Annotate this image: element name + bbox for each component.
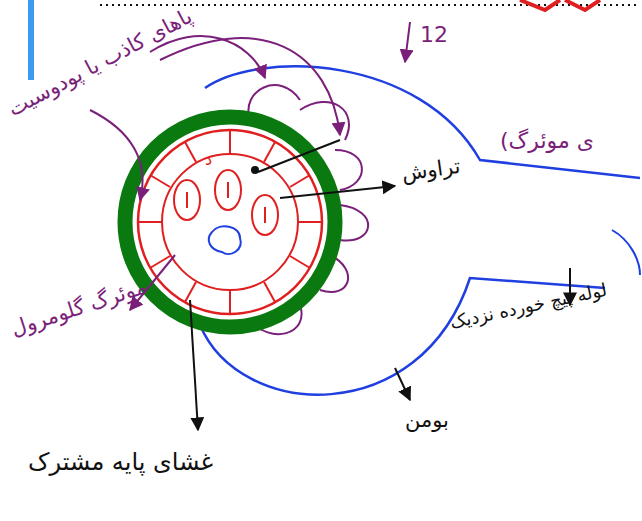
leader-arrow (405, 22, 410, 62)
leader-arrow (190, 300, 198, 430)
leader-arrow (90, 110, 143, 200)
tubule-wall (612, 230, 640, 275)
basement-membrane (125, 117, 335, 327)
capillary-wall (162, 154, 298, 290)
label-text: د (205, 150, 212, 169)
label-text: تراوش (400, 154, 462, 187)
filtration-arrow (280, 186, 395, 198)
label-text: غشای پایه مشترک (28, 448, 213, 477)
label-text: موئرگ گلومرول (8, 274, 150, 342)
label-text: 12 (420, 22, 448, 48)
label-text: بومن (405, 408, 449, 433)
nucleus (209, 226, 241, 254)
label-text: لوله پیچ خورده نزدیک (448, 279, 609, 333)
red-blood-cells (174, 170, 278, 235)
blue-bar (28, 0, 34, 80)
filtration-line (258, 140, 340, 172)
label-text: ی موئرگ) (500, 128, 594, 154)
leader-arrow (160, 38, 340, 135)
pore-dot (251, 166, 259, 174)
leader-arrow (395, 368, 410, 400)
red-marks (520, 0, 600, 10)
